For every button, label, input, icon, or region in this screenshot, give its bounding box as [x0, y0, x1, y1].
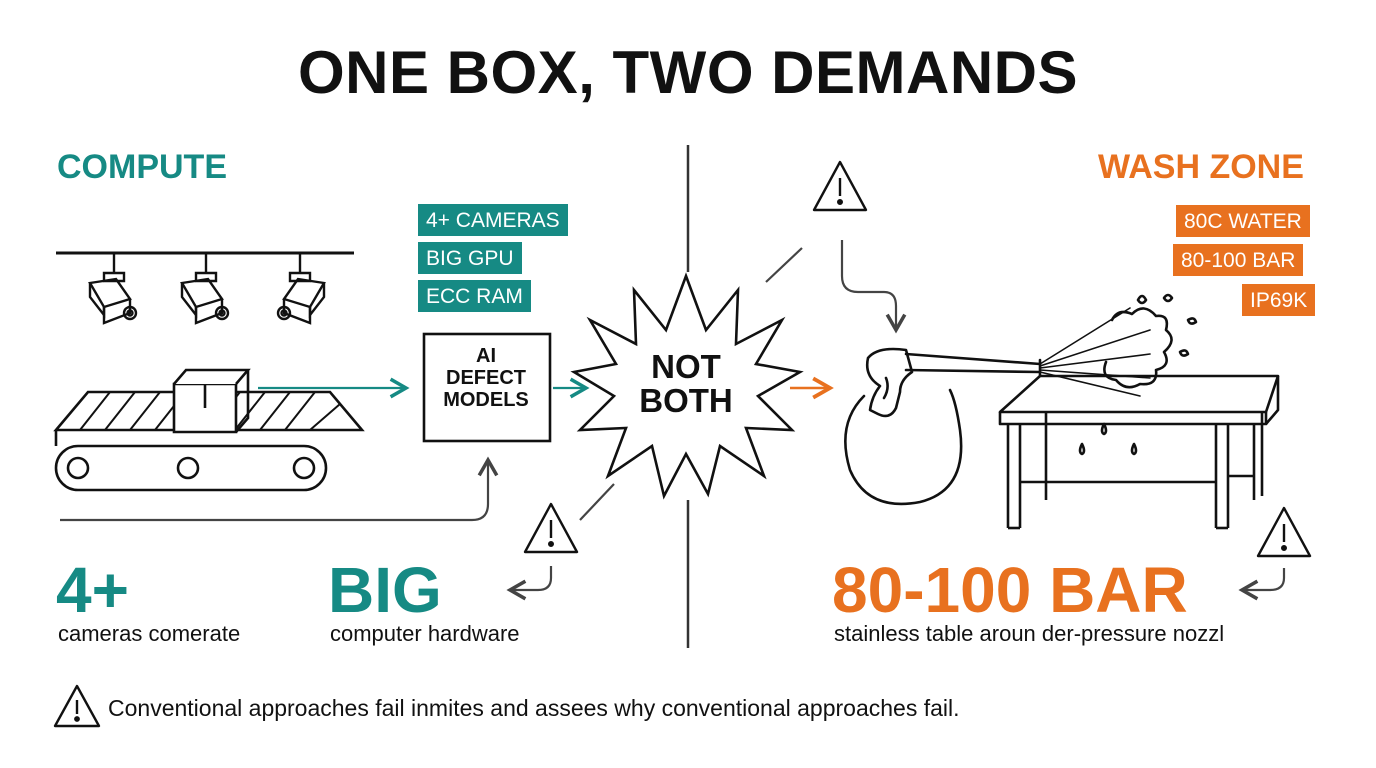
table-icon: [998, 374, 1280, 530]
wash-tag-ip: IP69K: [1242, 284, 1316, 316]
page-title: ONE BOX, TWO DEMANDS: [297, 39, 1078, 106]
wash-tag-pressure: 80-100 BAR: [1173, 244, 1304, 276]
compute-tag-ram: ECC RAM: [418, 280, 531, 312]
warning-icon: [523, 160, 1312, 558]
compute-tag-cameras: 4+ CAMERAS: [418, 204, 568, 236]
wash-tag-water: 80C WATER: [1176, 205, 1310, 237]
stat-cameras-caption: cameras comerate: [58, 621, 241, 646]
feedback-line: [60, 456, 499, 522]
footer-warning-icon: [53, 684, 101, 728]
footer-note: Conventional approaches fail inmites and…: [108, 695, 960, 721]
stat-cameras-value: 4+: [56, 554, 129, 626]
wash-zone-heading: WASH ZONE: [1098, 148, 1304, 186]
compute-heading: COMPUTE: [57, 148, 227, 186]
stat-hardware-caption: computer hardware: [330, 621, 520, 646]
stat-hardware-value: BIG: [328, 554, 442, 626]
not-both-label: NOT BOTH: [639, 348, 733, 419]
ai-defect-models-label: AI DEFECT MODELS: [443, 345, 529, 411]
box-icon: [172, 368, 251, 434]
pressure-washer-icon: [844, 293, 1198, 506]
camera-icon: [88, 253, 326, 325]
stat-pressure-value: 80-100 BAR: [832, 554, 1188, 626]
warning-connectors: [506, 240, 1286, 601]
stat-pressure-caption: stainless table aroun der-pressure nozzl: [834, 621, 1225, 646]
burst-icon: [570, 272, 804, 500]
ai-defect-models-box: [422, 332, 552, 443]
compute-tag-gpu: BIG GPU: [418, 242, 522, 274]
